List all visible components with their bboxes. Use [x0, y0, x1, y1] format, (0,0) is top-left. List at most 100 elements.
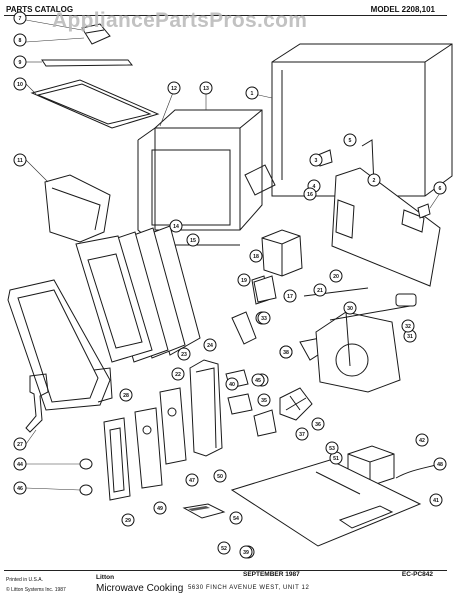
svg-text:48: 48	[437, 462, 443, 468]
callout-42: 42	[415, 433, 429, 447]
svg-text:10: 10	[17, 82, 23, 88]
callout-35: 35	[257, 393, 271, 407]
callout-29: 29	[121, 513, 135, 527]
callout-27: 27	[13, 437, 27, 451]
callout-1: 1	[245, 86, 259, 100]
svg-text:21: 21	[317, 288, 323, 294]
door-frame-layers	[75, 225, 201, 363]
svg-text:14: 14	[173, 224, 179, 230]
svg-text:36: 36	[315, 422, 321, 428]
callout-13: 13	[199, 81, 213, 95]
callout-52: 52	[217, 541, 231, 555]
fan-assembly	[279, 387, 313, 421]
svg-text:11: 11	[17, 158, 23, 164]
callout-22: 22	[171, 367, 185, 381]
svg-text:37: 37	[299, 432, 305, 438]
capacitor	[395, 293, 417, 307]
callout-9: 9	[13, 55, 27, 69]
base-plate	[230, 459, 422, 547]
power-cord	[395, 463, 441, 479]
callout-24: 24	[203, 338, 217, 352]
callout-18: 18	[249, 249, 263, 263]
watermark: AppliancePartsPros.com	[52, 9, 308, 32]
svg-text:47: 47	[189, 478, 195, 484]
callout-6: 6	[433, 181, 447, 195]
svg-text:15: 15	[190, 238, 196, 244]
interlock-switches	[225, 369, 277, 437]
callout-46: 46	[13, 481, 27, 495]
callout-49: 49	[153, 501, 167, 515]
door-handle	[103, 417, 131, 501]
product-line: Microwave Cooking	[96, 583, 184, 594]
svg-text:20: 20	[333, 274, 339, 280]
callout-30: 30	[343, 301, 357, 315]
svg-text:3: 3	[315, 158, 318, 164]
control-panel-front	[134, 387, 187, 489]
blower-housing	[315, 311, 401, 393]
printed-note: Printed in U.S.A.	[6, 577, 43, 583]
svg-text:24: 24	[207, 343, 213, 349]
svg-text:9: 9	[19, 60, 22, 66]
catalog-label: PARTS CATALOG	[6, 5, 74, 14]
svg-text:6: 6	[439, 186, 442, 192]
footer-rule	[4, 570, 447, 571]
svg-text:12: 12	[171, 86, 177, 92]
svg-text:7: 7	[19, 16, 22, 22]
svg-text:22: 22	[175, 372, 181, 378]
callout-33: 33	[257, 311, 271, 325]
callout-36: 36	[311, 417, 325, 431]
svg-text:45: 45	[255, 378, 261, 384]
svg-text:49: 49	[157, 506, 163, 512]
callout-2: 2	[367, 173, 381, 187]
brand-name: Litton	[96, 574, 115, 581]
svg-text:50: 50	[217, 474, 223, 480]
callout-12: 12	[167, 81, 181, 95]
svg-text:33: 33	[261, 316, 267, 322]
fuse-block	[182, 503, 226, 519]
callout-11: 11	[13, 153, 27, 167]
callout-38: 38	[279, 345, 293, 359]
callout-39: 39	[239, 545, 253, 559]
callout-7: 7	[13, 11, 27, 25]
svg-text:30: 30	[347, 306, 353, 312]
callout-50: 50	[213, 469, 227, 483]
top-bracket	[41, 59, 134, 67]
cover-plate	[30, 79, 160, 129]
callout-54: 54	[229, 511, 243, 525]
callout-16: 16	[303, 187, 317, 201]
callout-48: 48	[433, 457, 447, 471]
svg-text:1: 1	[251, 91, 254, 97]
model-number: MODEL 2208,101	[370, 5, 435, 14]
svg-text:13: 13	[203, 86, 209, 92]
control-panel	[189, 359, 223, 457]
callout-5: 5	[343, 133, 357, 147]
svg-text:18: 18	[253, 254, 259, 260]
catalog-code: EC-PC842	[401, 571, 433, 578]
svg-text:27: 27	[17, 442, 23, 448]
svg-text:54: 54	[233, 516, 239, 522]
svg-text:31: 31	[407, 334, 413, 340]
oven-cavity	[137, 109, 276, 246]
latch-lever	[25, 373, 49, 433]
header-rule	[4, 15, 447, 16]
svg-text:44: 44	[17, 462, 23, 468]
hinge-assembly	[81, 23, 111, 45]
company-address: 5630 FINCH AVENUE WEST, UNIT 12	[188, 585, 310, 591]
svg-text:19: 19	[241, 278, 247, 284]
callout-53: 53	[325, 441, 339, 455]
svg-text:17: 17	[287, 294, 293, 300]
back-panel	[331, 167, 441, 287]
air-duct	[44, 174, 111, 243]
svg-text:51: 51	[333, 456, 339, 462]
svg-text:28: 28	[123, 393, 129, 399]
leader-lines	[25, 19, 443, 491]
svg-text:42: 42	[419, 438, 425, 444]
callout-23: 23	[177, 347, 191, 361]
callout-3: 3	[309, 153, 323, 167]
callout-40: 40	[225, 377, 239, 391]
svg-text:38: 38	[283, 350, 289, 356]
callout-45: 45	[251, 373, 265, 387]
